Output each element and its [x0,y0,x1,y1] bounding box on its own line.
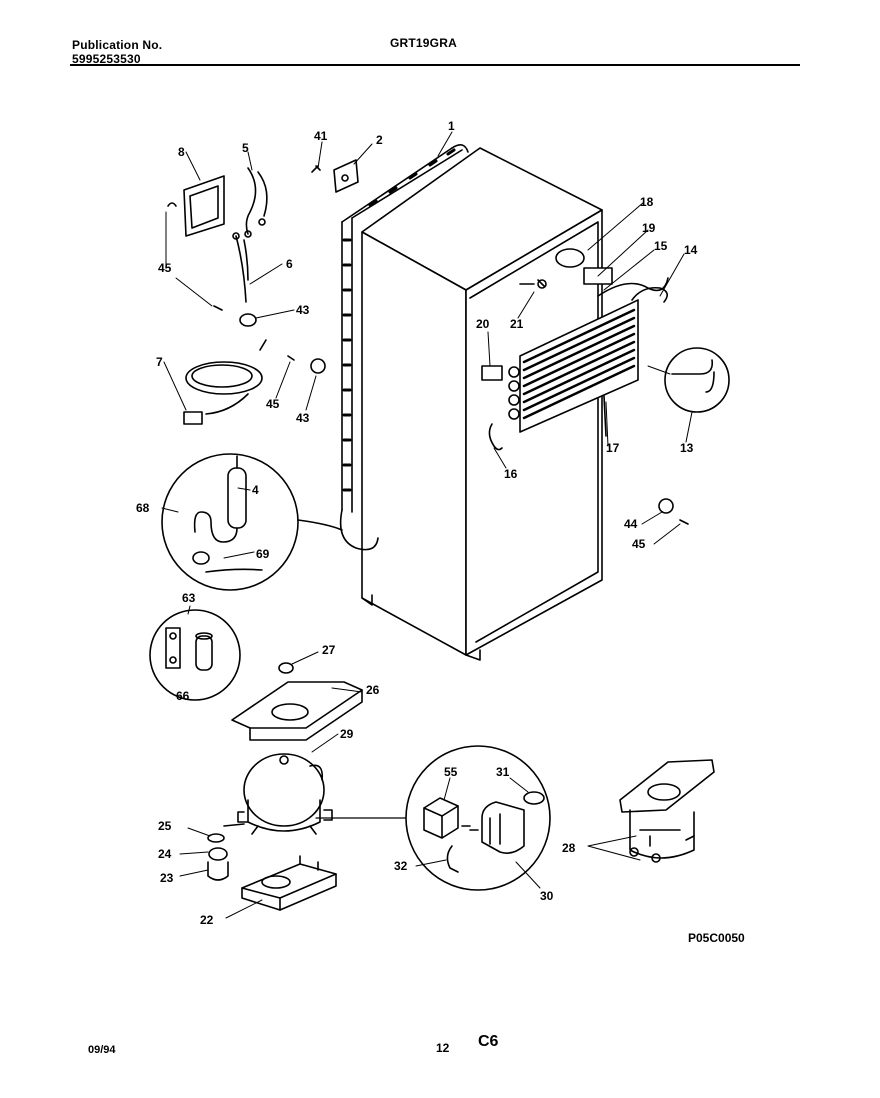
part-5-6-harness [232,167,268,303]
label-part-63: 63 [182,591,196,605]
part-number-labels: 1 2 41 8 5 6 45 43 7 45 43 18 19 15 14 2… [136,119,745,945]
part-28-assembly [619,759,715,863]
label-part-18: 18 [640,195,654,209]
model-number: GRT19GRA [390,36,457,50]
label-part-43-b: 43 [296,411,310,425]
part-23-grommet [207,861,229,881]
label-part-66: 66 [176,689,190,703]
label-part-15: 15 [654,239,668,253]
part-22-mounting-plate [241,855,337,911]
label-part-31: 31 [496,765,510,779]
label-part-7: 7 [156,355,163,369]
label-part-8: 8 [178,145,185,159]
part-7-power-cord [183,339,267,425]
publication-number: 5995253530 [72,52,141,66]
part-27-grommet [278,662,294,674]
label-part-5: 5 [242,141,249,155]
label-part-19: 19 [642,221,656,235]
label-part-26: 26 [366,683,380,697]
label-part-16: 16 [504,467,518,481]
part-63-detail [149,609,241,701]
label-part-32: 32 [394,859,408,873]
label-part-1: 1 [448,119,455,133]
label-part-68: 68 [136,501,150,515]
footer-page-number: 12 [436,1041,450,1055]
label-part-41: 41 [314,129,328,143]
part-18-drain [555,248,585,268]
label-part-25: 25 [158,819,172,833]
part-17-coil [508,277,669,437]
label-part-17: 17 [606,441,620,455]
header-rule [70,64,800,66]
part-68-detail [161,453,343,591]
part-2-bracket [333,159,359,193]
part-26-drain-pan [231,681,363,741]
part-45-screw-c [287,355,295,361]
label-part-4: 4 [252,483,259,497]
label-part-14: 14 [684,243,698,257]
label-part-20: 20 [476,317,490,331]
part-44-clip [658,498,674,514]
label-part-24: 24 [158,847,172,861]
label-part-29: 29 [340,727,354,741]
label-part-13: 13 [680,441,694,455]
part-43-clip-a [239,313,257,327]
label-part-28: 28 [562,841,576,855]
label-part-45-b: 45 [266,397,280,411]
leader-lines [161,131,693,919]
label-part-43-a: 43 [296,303,310,317]
label-part-2: 2 [376,133,383,147]
footer-section-code: C6 [478,1033,499,1050]
part-41-screw [311,165,321,173]
part-25-washer [207,833,225,843]
label-part-23: 23 [160,871,174,885]
label-part-22: 22 [200,913,214,927]
part-29-compressor [237,753,333,835]
label-part-21: 21 [510,317,524,331]
wrap-condenser-coil [339,144,469,551]
figure-code: P05C0050 [688,931,745,945]
label-part-44: 44 [624,517,638,531]
label-part-69: 69 [256,547,270,561]
label-part-27: 27 [322,643,336,657]
publication-label: Publication No. [72,38,163,52]
part-16-clip [488,423,503,451]
part-14-15-tube [631,286,668,303]
footer-date: 09/94 [88,1044,116,1056]
label-part-45-c: 45 [632,537,646,551]
label-part-30: 30 [540,889,554,903]
part-20-block [481,365,503,381]
part-13-detail [664,347,730,413]
part-45-screw-a [167,202,177,207]
label-part-55: 55 [444,765,458,779]
label-part-45-a: 45 [158,261,172,275]
part-45-screw-d [679,519,689,525]
part-43-clip-b [310,358,326,374]
part-45-screw-b [213,305,223,311]
refrigerator-cabinet [361,147,603,661]
label-part-6: 6 [286,257,293,271]
part-24-grommet [208,847,228,861]
part-8-cover [183,175,225,237]
relay-detail [405,745,551,891]
